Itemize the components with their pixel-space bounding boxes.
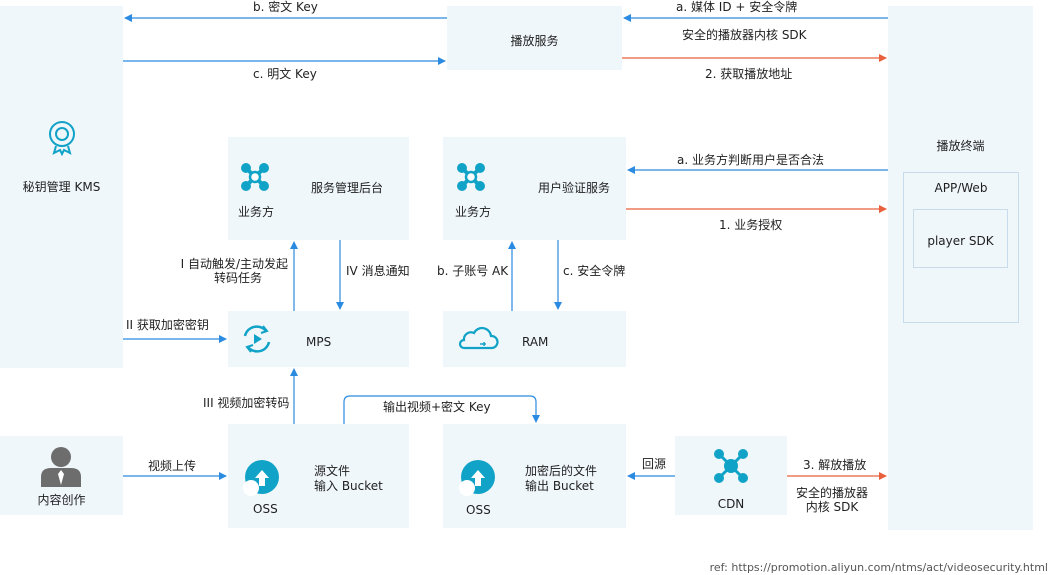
player-sdk-box[interactable] (913, 209, 1008, 268)
content-label: 内容创作 (37, 493, 86, 507)
edge-label-get-key: II 获取加密密钥 (126, 318, 209, 332)
edge-label-plain-key: c. 明文 Key (253, 67, 317, 81)
player-sdk-label: player SDK (927, 234, 994, 248)
edge-label-sub-ak: b. 子账号 AK (437, 264, 509, 278)
cdn-label: CDN (717, 497, 745, 511)
edge-label-check-user: a. 业务方判断用户是否合法 (677, 153, 824, 167)
oss-out-desc-1: 加密后的文件 (525, 464, 598, 478)
user-auth-node[interactable] (443, 137, 626, 240)
cdn-node[interactable] (675, 436, 787, 515)
edge-label-encrypt-transcode: III 视频加密转码 (203, 396, 290, 410)
kms-label: 秘钥管理 KMS (22, 180, 101, 194)
oss-src-label: OSS (253, 502, 278, 516)
service-backend-node[interactable] (228, 137, 409, 240)
edge-label-media-token: a. 媒体 ID + 安全令牌 (676, 0, 798, 14)
play-service-label: 播放服务 (510, 34, 559, 48)
kms-node[interactable] (0, 6, 123, 368)
terminal-label: 播放终端 (936, 139, 985, 153)
mps-transcode-icon (243, 325, 271, 353)
edge-label-secure-player-2: 内核 SDK (805, 500, 859, 514)
edge-label-trigger-2: 转码任务 (213, 271, 262, 285)
oss-icon (459, 460, 495, 496)
service-backend-label: 服务管理后台 (311, 181, 384, 195)
app-web-label: APP/Web (934, 181, 988, 195)
edge-label-cipher-key: b. 密文 Key (253, 0, 318, 14)
user-avatar-icon (41, 447, 81, 487)
user-auth-label: 用户验证服务 (538, 181, 611, 195)
oss-out-label: OSS (466, 503, 491, 517)
mps-label: MPS (306, 335, 332, 349)
business-icon (241, 163, 269, 191)
edge-label-secure-player-1: 安全的播放器 (795, 486, 868, 500)
edge-label-trigger-1: I 自动触发/主动发起 (180, 257, 288, 271)
ram-node[interactable] (443, 311, 626, 367)
edge-label-back-to-origin: 回源 (642, 457, 667, 471)
ram-cloud-icon (458, 326, 499, 350)
kms-key-icon (49, 121, 75, 157)
play-service-node[interactable] (447, 6, 622, 70)
edge-label-decrypt-play: 3. 解放播放 (803, 458, 867, 472)
edge-label-token: c. 安全令牌 (563, 264, 626, 278)
edge-label-get-play-url: 2. 获取播放地址 (705, 67, 793, 81)
oss-src-desc-1: 源文件 (314, 464, 351, 478)
reference-link[interactable]: ref: https://promotion.aliyun.com/ntms/a… (709, 561, 1048, 574)
ram-label: RAM (522, 335, 549, 349)
oss-out-desc-2: 输出 Bucket (525, 479, 594, 493)
edge-label-output-video: 输出视频+密文 Key (383, 400, 491, 414)
arrow-output-video (343, 395, 540, 424)
cdn-network-icon (714, 449, 748, 483)
edge-label-secure-sdk: 安全的播放器内核 SDK (682, 28, 807, 42)
oss-src-desc-2: 输入 Bucket (314, 479, 383, 493)
business-label: 业务方 (238, 205, 275, 219)
business-label: 业务方 (455, 205, 492, 219)
business-icon (457, 163, 485, 191)
edge-label-biz-auth: 1. 业务授权 (719, 218, 783, 232)
edge-label-notify: IV 消息通知 (346, 264, 410, 278)
edge-label-upload: 视频上传 (148, 459, 197, 473)
oss-icon (243, 460, 279, 496)
